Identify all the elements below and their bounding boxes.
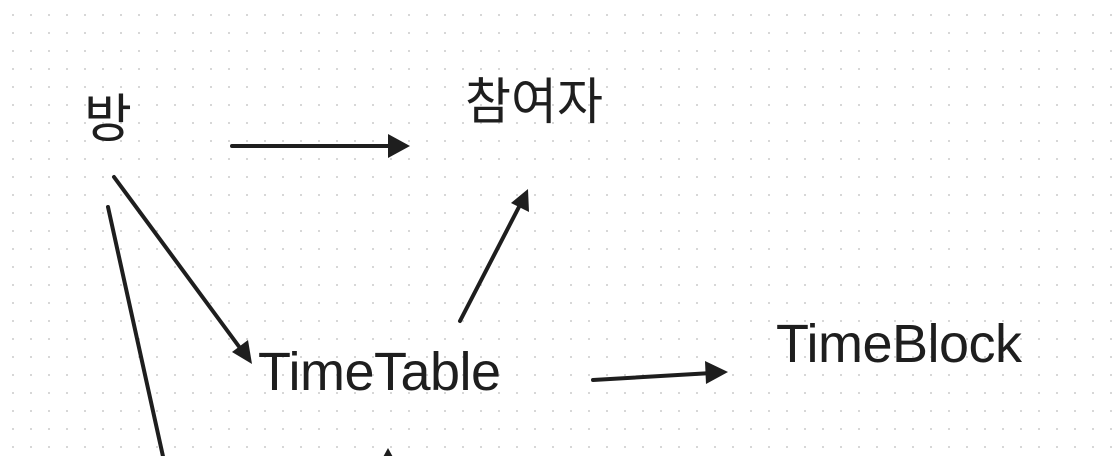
node-timeblock[interactable]: TimeBlock — [776, 314, 1022, 374]
arrowhead-timetable-to-participant — [511, 189, 529, 212]
node-timetable[interactable]: TimeTable — [258, 342, 501, 402]
arrow-timetable-to-participant[interactable] — [458, 201, 523, 323]
arrow-room-to-timetable[interactable] — [112, 175, 245, 354]
arrowhead-room-to-timetable — [232, 340, 252, 364]
node-room[interactable]: 방 — [84, 90, 132, 150]
node-participant[interactable]: 참여자 — [465, 73, 603, 131]
arrow-room-downward[interactable] — [106, 205, 166, 456]
arrowhead-timetable-to-timeblock — [705, 361, 728, 384]
arrowhead-bottom-partial — [383, 448, 393, 456]
arrowhead-room-to-participant — [388, 134, 410, 158]
arrow-timetable-to-timeblock[interactable] — [591, 371, 714, 382]
